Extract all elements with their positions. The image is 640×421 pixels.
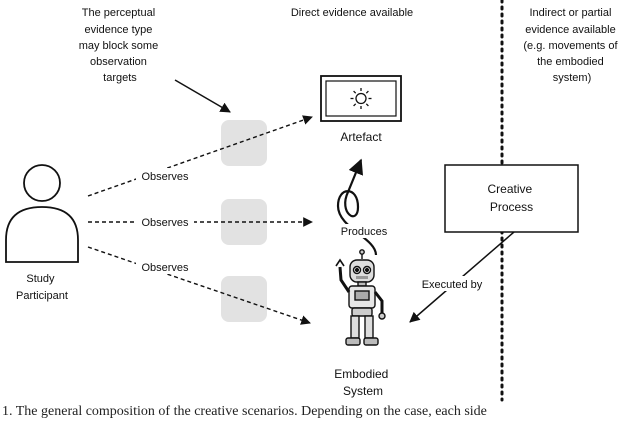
executed-by-label: Executed by <box>422 279 483 291</box>
observes-label-top: Observes <box>141 171 189 183</box>
sun-icon <box>350 88 372 109</box>
participant-label: Study Participant <box>16 273 68 302</box>
robot-icon <box>335 249 386 346</box>
observes-label-bot: Observes <box>141 262 189 274</box>
produces-label: Produces <box>341 226 388 238</box>
observes-edge-bot <box>87 246 311 325</box>
artefact-frame <box>320 75 402 122</box>
perceptual-note-arrow <box>174 79 231 113</box>
creative-process-box <box>444 164 579 233</box>
observes-edge-top <box>87 115 313 197</box>
indirect-evidence-note: Indirect or partial evidence available (… <box>523 7 620 84</box>
blocker-box-bot <box>221 276 267 322</box>
artefact-label: Artefact <box>340 130 382 144</box>
blocker-box-top <box>221 120 267 166</box>
perceptual-note: The perceptual evidence type may block s… <box>79 7 162 84</box>
embodied-system-label: Embodied System <box>334 367 391 398</box>
direct-evidence-heading: Direct evidence available <box>291 7 413 19</box>
observes-label-mid: Observes <box>141 217 189 229</box>
creative-process-label: Creative Process <box>487 182 535 214</box>
participant-person-icon <box>5 164 79 263</box>
produces-squiggle-arrow <box>336 158 378 256</box>
figure-caption: 1. The general composition of the creati… <box>2 404 487 419</box>
